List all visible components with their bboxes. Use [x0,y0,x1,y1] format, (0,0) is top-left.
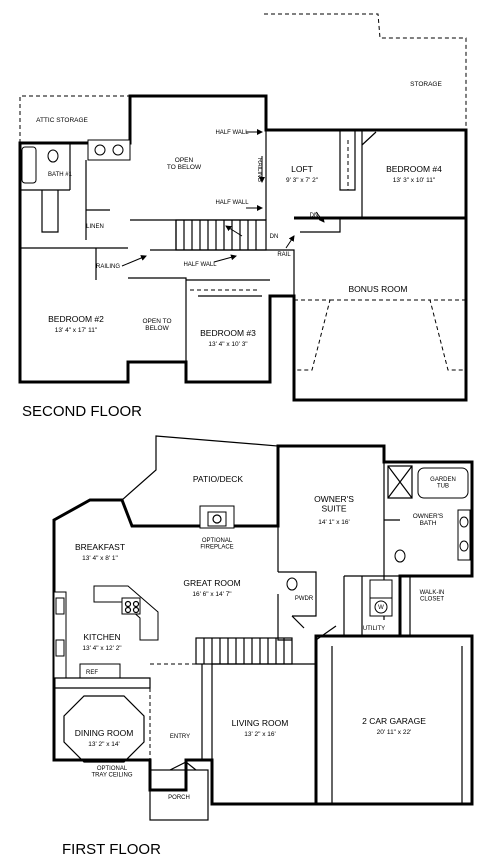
bedroom3-dimensions: 13' 4" x 10' 3" [208,341,248,348]
bath1-label: BATH #1 [48,172,73,178]
dining-room-dimensions: 13' 2" x 14' [88,741,120,748]
breakfast-dimensions: 13' 4" x 8' 1" [82,555,118,562]
owners-suite-dimensions: 14' 1" x 16' [318,519,350,526]
loft-label: LOFT [291,164,313,174]
stairs-second-floor [175,219,267,251]
garage-dimensions: 20' 11" x 22' [377,729,412,736]
bathtub-icon [21,146,37,184]
dryer-icon [369,579,393,599]
second-floor-title: SECOND FLOOR [22,403,142,420]
attic-storage-label: ATTIC STORAGE [36,117,88,124]
porch-outline [149,769,209,821]
bedroom4-dimensions: 13' 3" x 10' 11" [393,177,436,184]
utility-label: UTILITY [363,626,385,632]
first-floor-outer-walls [52,444,474,806]
great-room-label: GREAT ROOM [183,578,240,588]
storage-label: STORAGE [410,81,442,88]
patio-deck-label: PATIO/DECK [193,474,244,484]
stairs-down-label: DN [270,234,279,240]
entry-label: ENTRY [170,734,190,740]
double-vanity-icon [87,139,131,161]
storage-dashed-outline [264,13,467,130]
powder-room-label: PWDR [295,596,314,602]
attic-storage-dashed-outline [19,95,130,143]
bonus-room-slopes [294,299,466,371]
bedroom4-label: BEDROOM #4 [386,164,442,174]
kitchen-label: KITCHEN [83,632,120,642]
bedroom3-label: BEDROOM #3 [200,328,256,338]
loft-stairs-down-label: DN [310,213,319,219]
powder-toilet-icon [286,577,298,591]
linen-label: LINEN [86,224,104,230]
fireplace-icon [199,505,235,529]
sink-icon [94,144,106,156]
garage-walls [316,634,474,806]
railing-label-vertical: RAILING [256,158,262,182]
washer-mark: W [378,605,384,611]
bedroom2-dimensions: 13' 4" x 17' 11" [55,327,98,334]
bedroom2-label: BEDROOM #2 [48,314,104,324]
toilet-icon [47,149,59,163]
dining-room-label: DINING ROOM [75,728,134,738]
living-room-label: LIVING ROOM [232,718,289,728]
sink-icon-2 [112,144,124,156]
garden-tub-icon [417,467,469,499]
kitchen-counter-island [93,585,159,641]
half-wall-label-mid: HALF WALL [215,200,249,206]
half-wall-label-low: HALF WALL [183,262,217,268]
loft-dimensions: 9' 3" x 7' 2" [286,177,319,184]
porch-label: PORCH [168,795,190,801]
first-floor-title: FIRST FLOOR [62,841,161,858]
garage-label: 2 CAR GARAGE [362,716,426,726]
half-wall-label-top: HALF WALL [215,130,249,136]
bonus-room-label: BONUS ROOM [348,284,407,294]
second-floor: ATTIC STORAGE STORAGE BATH #1 LINEN OPEN… [18,13,468,420]
rail-label: RAIL [277,252,291,258]
railing-label-horizontal: RAILING [96,264,120,270]
kitchen-dimensions: 13' 4" x 12' 2" [82,645,122,652]
owners-toilet-icon [394,549,406,563]
breakfast-label: BREAKFAST [75,542,125,552]
refrigerator-label: REF [86,670,98,676]
great-room-dimensions: 16' 6" x 14' 7" [192,591,232,598]
living-room-dimensions: 13' 2" x 16' [244,731,276,738]
stairs-first-floor [195,637,293,665]
tray-ceiling-outline [63,695,145,763]
